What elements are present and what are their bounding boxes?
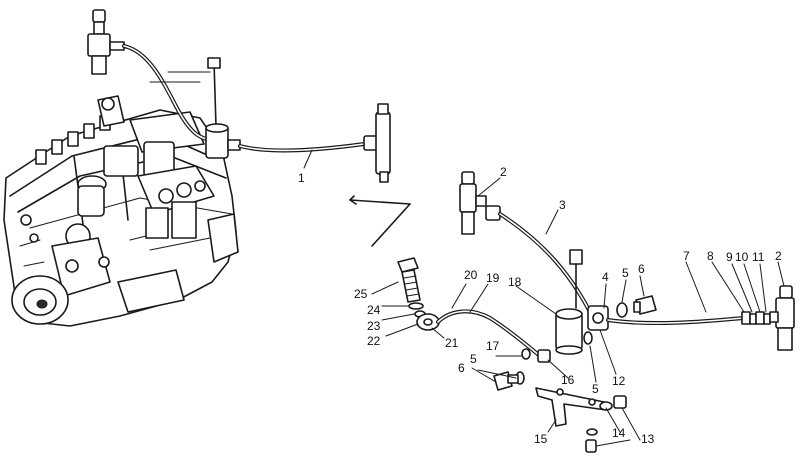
view-direction-arrow [349,195,411,247]
nozzle-holder-2-left [459,171,487,235]
nozzle-holder-top-left [87,9,125,75]
callout-6a: 6 [638,262,645,276]
callout-15: 15 [534,432,548,446]
callout-12: 12 [612,374,626,388]
fitting-near-3 [485,205,501,221]
bolt-6-upper [633,295,657,315]
banjo-22 [416,313,440,331]
sensor-on-engine [205,57,241,159]
callout-23: 23 [367,319,381,333]
bolt-6-lower [493,371,519,391]
callout-6b: 6 [458,361,465,375]
callout-3: 3 [559,198,566,212]
callout-16: 16 [561,373,575,387]
callout-14: 14 [612,426,626,440]
callout-5c: 5 [470,352,477,366]
callout-4: 4 [602,270,609,284]
callout-9: 9 [726,250,733,264]
fuel-line-19-20 [436,309,542,358]
callout-1: 1 [298,171,305,185]
nozzle-holder-2-right [769,285,795,351]
callout-2b: 2 [775,249,782,263]
fuel-line-1 [238,142,366,153]
tee-fitting-4 [587,305,609,331]
callout-5a: 5 [622,266,629,280]
callout-20: 20 [464,268,478,282]
callout-5b: 5 [592,382,599,396]
callout-21: 21 [445,336,459,350]
callout-13: 13 [641,432,655,446]
seal-24 [408,302,424,310]
fitting-16 [537,349,551,363]
washer-5-mid [583,331,593,345]
callout-2a: 2 [500,165,507,179]
callout-18: 18 [508,275,522,289]
callout-labels: 1 2 2 3 4 5 5 5 6 6 7 8 9 10 11 12 13 14… [298,165,782,446]
callout-19: 19 [486,271,500,285]
solenoid-valve-18 [555,249,583,355]
fuel-line-7 [606,316,746,326]
engine-block [3,95,239,327]
callout-7: 7 [683,249,690,263]
union-8-9-10-11 [741,311,771,325]
callout-11: 11 [752,250,765,264]
washers-14 [586,401,613,436]
return-line-top-left [122,44,216,142]
nozzle-holder-top-right [363,103,391,183]
washer-5-upper [616,302,628,318]
washer-17 [521,348,531,360]
banjo-bolt-25 [397,257,421,303]
callout-10: 10 [735,250,749,264]
callout-22: 22 [367,334,381,348]
callout-17: 17 [486,339,500,353]
callout-25: 25 [354,287,368,301]
leader-lines [303,149,785,447]
callout-24: 24 [367,303,381,317]
callout-8: 8 [707,249,714,263]
fuel-line-3 [498,212,592,314]
